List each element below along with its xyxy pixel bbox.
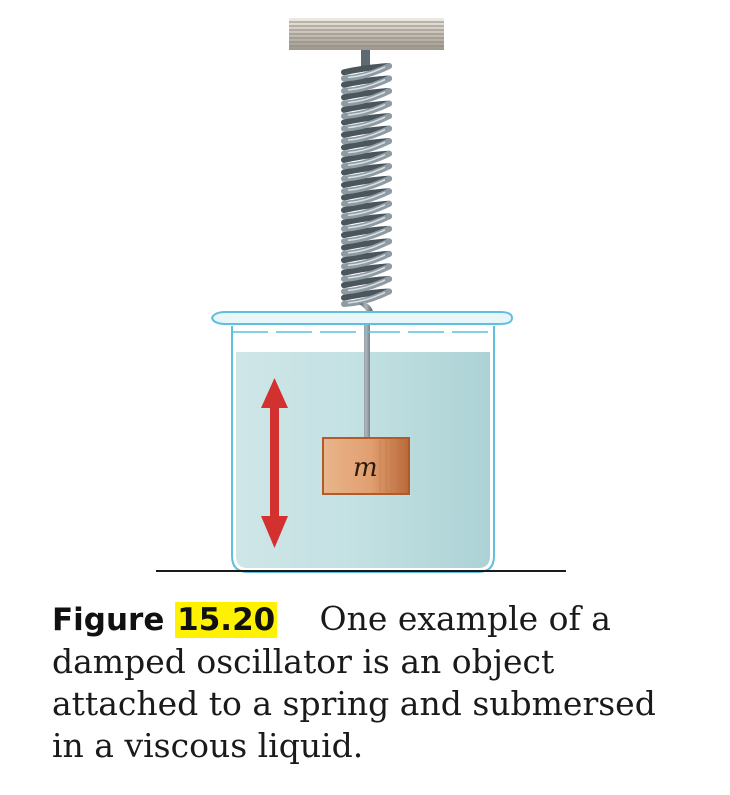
spring-coil-highlight xyxy=(347,191,386,204)
spring-coil-highlight xyxy=(347,254,386,267)
caption-text-line-3: attached to a spring and submersed xyxy=(52,684,656,723)
connecting-rod xyxy=(359,302,374,438)
ceiling-support xyxy=(289,18,444,50)
spring-coil-highlight xyxy=(347,166,386,179)
spring-coil-highlight xyxy=(347,229,386,242)
double-arrow-icon xyxy=(261,378,288,548)
spring-icon xyxy=(341,63,392,307)
caption-text-line-4: in a viscous liquid. xyxy=(52,726,364,765)
damped-oscillator-diagram: m xyxy=(156,18,566,573)
caption-line-1: Figure 15.20 One example of a xyxy=(52,598,702,641)
mass-block: m xyxy=(322,437,410,495)
spring-coil-highlight xyxy=(347,179,386,192)
spring-coil-highlight xyxy=(347,279,386,292)
spring-coil-highlight xyxy=(347,291,386,304)
figure-label: Figure 15.20 xyxy=(52,602,288,638)
spring-hook xyxy=(361,50,370,68)
spring-coil-highlight xyxy=(347,154,386,166)
spring-coil-highlight xyxy=(347,91,386,104)
spring-coil-highlight xyxy=(347,116,386,129)
spring-coil-highlight xyxy=(347,103,386,116)
spring-coil-highlight xyxy=(347,78,386,91)
caption-text-line-2: damped oscillator is an object xyxy=(52,642,555,681)
spring-coil-highlight xyxy=(347,66,386,79)
caption-text-line-1: One example of a xyxy=(319,599,611,638)
spring-coil-highlight xyxy=(347,241,386,254)
spring-coil-highlight xyxy=(347,216,386,229)
spring-coil-highlight xyxy=(347,266,386,279)
spring-coil-highlight xyxy=(347,141,386,154)
mass-label: m xyxy=(353,453,378,483)
figure-word: Figure xyxy=(52,602,165,638)
spring-coil-highlight xyxy=(347,204,386,217)
figure-caption: Figure 15.20 One example of a damped osc… xyxy=(52,598,702,767)
spring-coil-highlight xyxy=(347,128,386,141)
figure-number: 15.20 xyxy=(175,602,278,638)
